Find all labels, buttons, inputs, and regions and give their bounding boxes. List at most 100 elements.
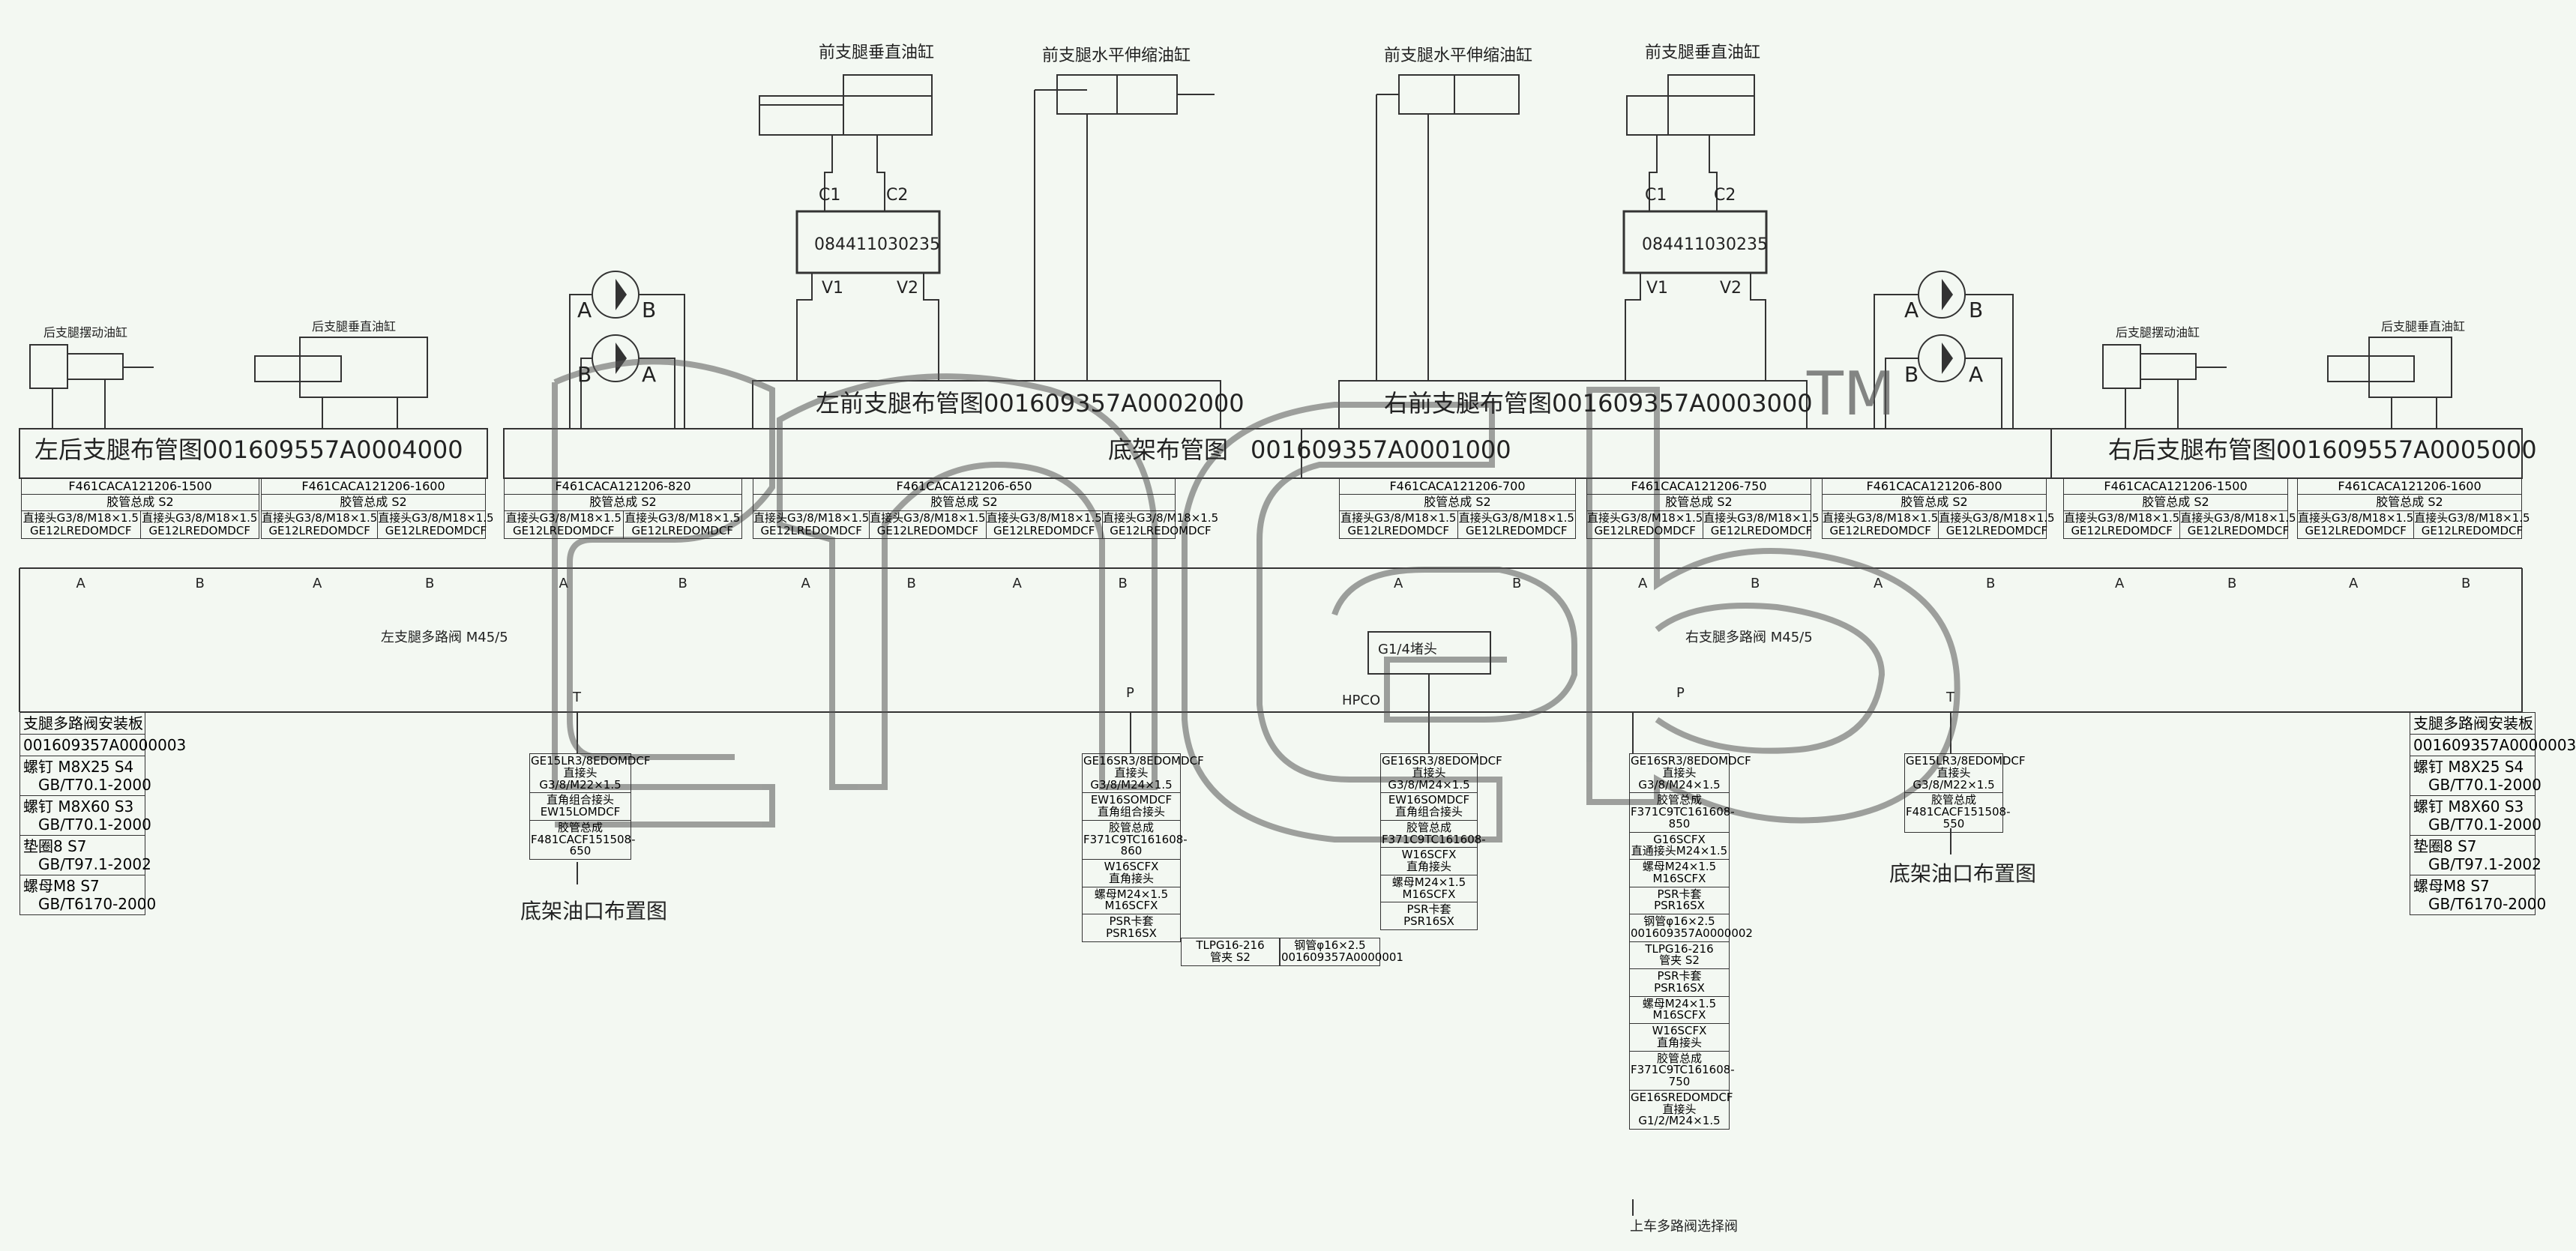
stack-line: 胶管总成 — [1108, 820, 1154, 834]
mount-plate-item: 螺母M8 S7 — [23, 877, 100, 895]
fitting-line2: GE12LREDOMDCF — [385, 524, 487, 538]
stack-line: F371C9TC161608-860 — [1083, 832, 1188, 858]
fitting-line1: 直接头G3/8/M18×1.5 — [1102, 510, 1219, 525]
hose-sub: 胶管总成 S2 — [340, 495, 407, 510]
stack-line: EW16SOMDCF — [1090, 793, 1173, 807]
g14-plug-label: G1/4堵头 — [1378, 642, 1437, 657]
hose-code: F461CACA121206-1500 — [2104, 479, 2248, 493]
hose-code: F461CACA121206-1600 — [2338, 479, 2482, 493]
fitting-line2: GE12LREDOMDCF — [1466, 524, 1568, 538]
stack-line: 直接头G1/2/M24×1.5 — [1638, 1102, 1721, 1128]
fitting-line1: 直接头G3/8/M18×1.5 — [1823, 510, 1939, 525]
stack-line: 直角接头 — [1406, 860, 1451, 873]
stack-line: 直接头G3/8/M22×1.5 — [539, 765, 622, 792]
stack-line: 胶管总成 — [1656, 1051, 1702, 1065]
right-front-layout-title: 右前支腿布管图001609357A0003000 — [1384, 389, 1813, 417]
fitting-line2: GE12LREDOMDCF — [876, 524, 979, 538]
left-rear-layout-title: 左后支腿布管图001609557A0004000 — [34, 435, 463, 464]
front-horizontal-cylinder-left: 前支腿水平伸缩油缸 — [1042, 46, 1191, 65]
port-b-label: B — [2227, 576, 2237, 591]
trademark: TM — [1807, 359, 1895, 429]
stack-line: PSR卡套 — [1657, 887, 1702, 901]
mount-plate-item: 垫圈8 S7 — [23, 837, 87, 855]
stack-line: 螺母M24×1.5 — [1642, 996, 1717, 1010]
fitting-line2: GE12LREDOMDCF — [30, 524, 132, 538]
motor-left2-port-a: A — [642, 362, 657, 387]
fitting-line1: 直接头G3/8/M18×1.5 — [1340, 510, 1457, 525]
stack-line: 直角组合接头 — [1097, 805, 1165, 819]
stack-line: W16SCFX — [1104, 860, 1159, 873]
valve-port-v1-left: V1 — [822, 279, 844, 298]
port-b-label: B — [2461, 576, 2471, 591]
stack-line: EW15LOMDCF — [540, 805, 621, 819]
stack-line: W16SCFX — [1652, 1024, 1707, 1037]
hose-code: F461CACA121206-750 — [1631, 479, 1767, 493]
valve-port-v2-left: V2 — [897, 279, 919, 298]
motor-left-port-b: B — [642, 298, 657, 322]
port-a-label: A — [2349, 576, 2359, 591]
fitting-line1: 直接头G3/8/M18×1.5 — [378, 510, 494, 525]
stack-line: M16SCFX — [1402, 887, 1456, 901]
stack-line: 直通接头M24×1.5 — [1631, 844, 1728, 858]
fitting-line2: GE12LREDOMDCF — [2421, 524, 2524, 538]
motor-left-port-a: A — [577, 298, 592, 322]
hose-code: F461CACA121206-800 — [1866, 479, 2002, 493]
right-manifold-label: 右支腿多路阀 M45/5 — [1685, 630, 1813, 645]
hose-sub: 胶管总成 S2 — [1901, 495, 1968, 510]
chassis-port-caption-left: 底架油口布置图 — [520, 899, 668, 923]
fitting-line2: GE12LREDOMDCF — [993, 524, 1095, 538]
g14-plug-box: G1/4堵头 — [1367, 631, 1491, 675]
port-b-label: B — [1986, 576, 1996, 591]
stack-line: M16SCFX — [1652, 871, 1706, 885]
stack-line: GE16SREDOMDCF — [1631, 1090, 1733, 1104]
port-a-label: A — [801, 576, 810, 591]
stack-line: 钢管φ16×2.5 — [1294, 938, 1366, 952]
right-rear-layout-title: 右后支腿布管图001609557A0005000 — [2108, 435, 2537, 464]
stack-line: GE16SR3/8EDOMDCF — [1083, 754, 1204, 768]
hose-sub: 胶管总成 S2 — [106, 495, 174, 510]
stack-line: 直角接头 — [1656, 1035, 1702, 1049]
fitting-line2: GE12LREDOMDCF — [2187, 524, 2290, 538]
upper-valve-caption: 上车多路阀选择阀 — [1630, 1219, 1738, 1235]
port-a-label: A — [1394, 576, 1403, 591]
mount-plate-item: 垫圈8 S7 — [2413, 837, 2477, 855]
manifold-port-t-left: T — [573, 690, 581, 705]
stack-line: 螺母M24×1.5 — [1094, 887, 1169, 901]
fitting-line1: 直接头G3/8/M18×1.5 — [262, 510, 378, 525]
rear-vertical-cylinder-right: 后支腿垂直油缸 — [2381, 319, 2466, 334]
left-manifold-label: 左支腿多路阀 M45/5 — [381, 630, 508, 645]
port-a-label: A — [76, 576, 85, 591]
stack-line: 直角接头 — [1108, 871, 1154, 885]
mount-plate-item: 螺钉 M8X25 S4 — [2413, 758, 2524, 776]
port-b-label: B — [678, 576, 687, 591]
stack-line: PSR16SX — [1654, 899, 1705, 913]
valve-port-v1-right: V1 — [1646, 279, 1669, 298]
port-a-label: A — [1012, 576, 1022, 591]
stack-line: 管夹 S2 — [1659, 953, 1700, 968]
